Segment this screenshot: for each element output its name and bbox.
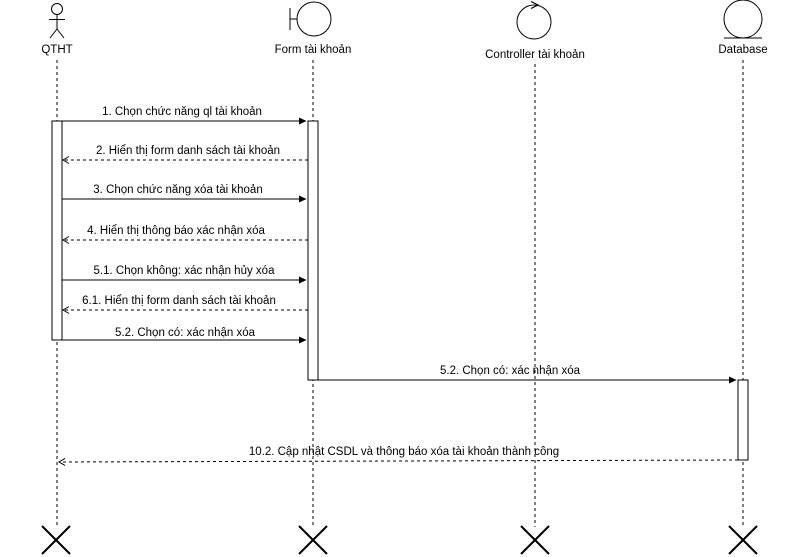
message-label: 2. Hiển thị form danh sách tài khoản [96, 145, 280, 157]
message-label: 6.1. Hiển thị form danh sách tài khoản [82, 295, 276, 307]
message-label: 5.1. Chọn không: xác nhận hủy xóa [94, 265, 276, 277]
destroy-icon [520, 525, 550, 555]
destroy-icon [298, 525, 328, 555]
message-3: 3. Chọn chức năng xóa tài khoản [62, 184, 307, 203]
message-2: 2. Hiển thị form danh sách tài khoản [62, 145, 308, 164]
message-4: 4. Hiển thị thông báo xác nhận xóa [62, 225, 308, 244]
message-label: 3. Chọn chức năng xóa tài khoản [93, 184, 262, 196]
participant-label-form: Form tài khoản [275, 44, 352, 56]
participant-form: Form tài khoản [275, 1, 352, 555]
boundary-icon [289, 1, 332, 37]
message-label: 5.2. Chọn có: xác nhận xóa [115, 327, 256, 339]
message-label: 5.2. Chọn có: xác nhận xóa [440, 365, 581, 377]
message-8: 5.2. Chọn có: xác nhận xóa [318, 365, 737, 384]
control-icon [516, 0, 552, 40]
message-label: 10.2. Cập nhật CSDL và thông báo xóa tài… [249, 446, 559, 458]
message-label: 1. Chọn chức năng ql tài khoản [102, 106, 262, 118]
participant-qtht: QTHT [41, 3, 73, 555]
return-arrow [58, 458, 739, 466]
destroy-icon [728, 525, 758, 555]
message-5: 5.1. Chọn không: xác nhận hủy xóa [62, 265, 307, 284]
participant-db: Database [718, 0, 768, 555]
activation-bar-qtht [51, 120, 63, 341]
activation-bar-db [737, 379, 749, 461]
destroy-icon [41, 525, 71, 555]
actor-icon [49, 3, 65, 39]
message-label: 4. Hiển thị thông báo xác nhận xóa [87, 225, 265, 237]
message-7: 5.2. Chọn có: xác nhận xóa [62, 327, 307, 344]
entity-icon [723, 0, 763, 39]
message-1: 1. Chọn chức năng ql tài khoản [62, 106, 307, 125]
participant-controller: Controller tài khoản [485, 0, 585, 555]
participant-label-controller: Controller tài khoản [485, 49, 585, 61]
participant-label-qtht: QTHT [41, 44, 72, 56]
participant-label-db: Database [718, 44, 767, 56]
message-9: 10.2. Cập nhật CSDL và thông báo xóa tài… [58, 446, 739, 466]
message-6: 6.1. Hiển thị form danh sách tài khoản [62, 295, 308, 314]
activation-bar-form [307, 120, 319, 381]
